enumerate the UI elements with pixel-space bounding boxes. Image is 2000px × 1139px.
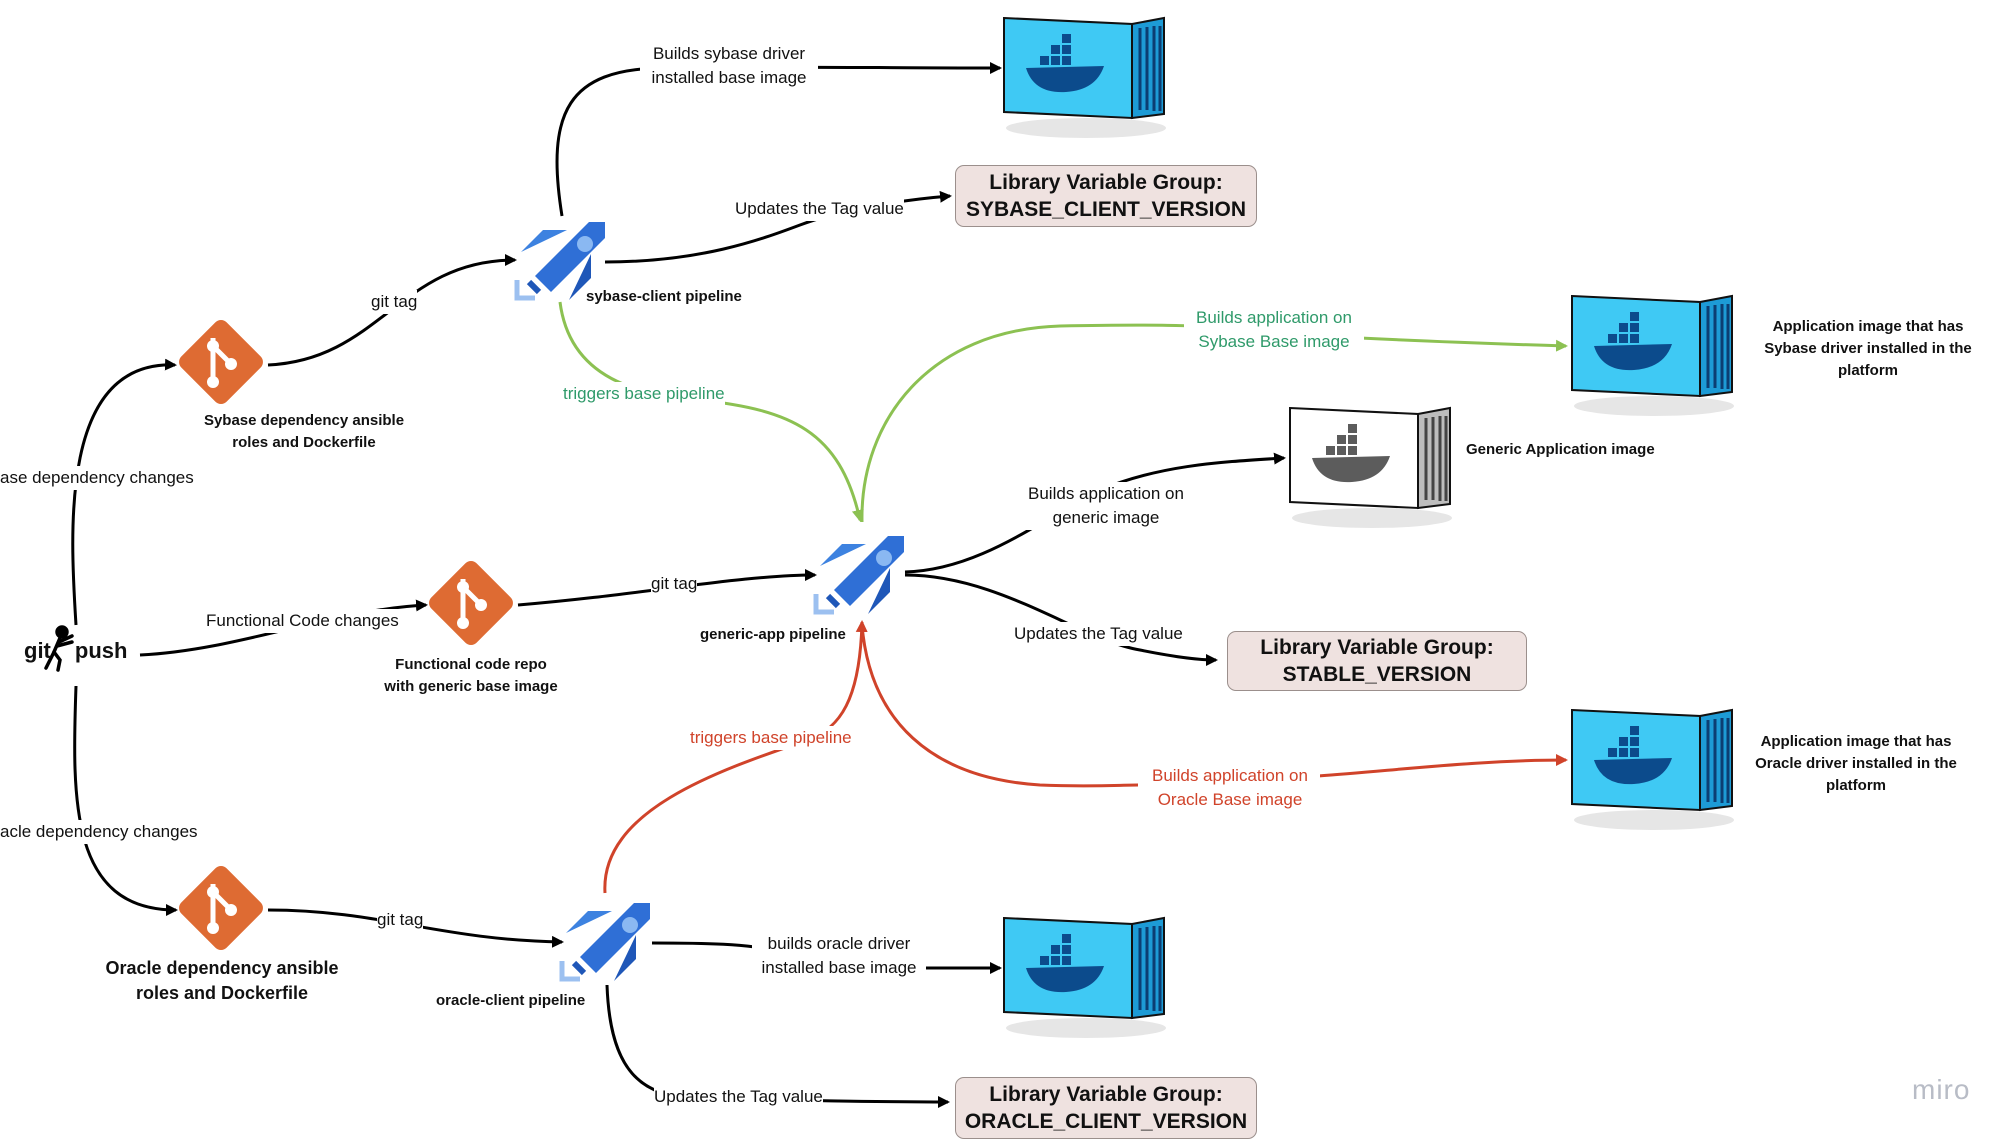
oracle-app-line2: Oracle driver installed in the (1755, 755, 1957, 772)
git-push-left: git (24, 638, 51, 663)
edge-sybase-triggers-generic (558, 301, 864, 522)
edge-oracle-pipeline-to-image (651, 941, 1000, 968)
repo-label-sybase: Sybase dependency ansible roles and Dock… (184, 410, 424, 454)
edge-push-to-oracle-repo (73, 685, 178, 916)
image-label-sybase-app: Application image that has Sybase driver… (1740, 316, 1996, 382)
pipeline-icon-oracle (562, 903, 650, 981)
edge-label-git-tag-oracle: git tag (377, 908, 424, 932)
sybase-app-line3: platform (1838, 362, 1898, 379)
docker-container-icon-generic-app (1288, 406, 1454, 530)
sybase-build-line2: installed base image (651, 68, 807, 87)
sybase-app-build-line1: Builds application on (1196, 308, 1352, 327)
edge-label-git-tag-sybase: git tag (371, 290, 418, 314)
oracle-app-line1: Application image that has (1760, 733, 1952, 750)
edge-label-oracle-tag: Updates the Tag value (654, 1085, 823, 1109)
repo-functional-line2: with generic base image (384, 678, 558, 695)
lvg-oracle-name: ORACLE_CLIENT_VERSION (964, 1110, 1248, 1133)
library-variable-group-sybase: Library Variable Group: SYBASE_CLIENT_VE… (955, 165, 1257, 227)
repo-oracle-line1: Oracle dependency ansible (105, 958, 339, 978)
docker-container-icon-oracle-app (1570, 708, 1736, 832)
git-repo-icon-functional (426, 558, 517, 649)
miro-watermark: miro (1912, 1074, 1971, 1105)
edge-oracle-triggers-generic (603, 620, 868, 894)
edge-label-sybase-dependency: ase dependency changes (0, 466, 194, 490)
sybase-build-line1: Builds sybase driver (652, 44, 806, 63)
generic-build-line1: Builds application on (1028, 484, 1184, 503)
edge-generic-pipeline-to-lvg (904, 573, 1218, 666)
pipeline-label-oracle: oracle-client pipeline (436, 992, 586, 1009)
generic-build-line2: generic image (1052, 508, 1160, 527)
lvg-stable-name: STABLE_VERSION (1282, 663, 1472, 686)
repo-label-functional: Functional code repo with generic base i… (356, 654, 586, 698)
edge-label-sybase-build: Builds sybase driver installed base imag… (640, 42, 818, 90)
sybase-app-line1: Application image that has (1772, 318, 1964, 335)
edge-label-sybase-app-build: Builds application on Sybase Base image (1184, 306, 1364, 354)
repo-sybase-line2: roles and Dockerfile (232, 434, 376, 451)
pipeline-label-sybase: sybase-client pipeline (586, 288, 742, 305)
repo-label-oracle: Oracle dependency ansible roles and Dock… (92, 956, 352, 1006)
edge-generic-to-oracle-app-image (860, 624, 1566, 788)
docker-container-icon-sybase-base (1002, 16, 1168, 140)
edge-push-to-sybase-repo (71, 358, 177, 626)
repo-oracle-line2: roles and Dockerfile (135, 983, 309, 1003)
edge-label-functional-code: Functional Code changes (206, 609, 399, 633)
git-repo-icon-sybase (176, 317, 267, 408)
person-pushing-icon (44, 625, 74, 672)
edge-label-oracle-dependency: acle dependency changes (0, 820, 198, 844)
oracle-app-build-line2: Oracle Base image (1157, 790, 1303, 809)
edge-generic-to-sybase-app-image (860, 323, 1566, 523)
library-variable-group-oracle: Library Variable Group: ORACLE_CLIENT_VE… (955, 1077, 1257, 1139)
repo-functional-line1: Functional code repo (395, 656, 547, 673)
lvg-stable-title: Library Variable Group: (1260, 636, 1494, 659)
sybase-app-build-line2: Sybase Base image (1198, 332, 1350, 351)
docker-container-icon-sybase-app (1570, 294, 1736, 418)
image-label-generic-app: Generic Application image (1466, 441, 1655, 458)
sybase-app-line2: Sybase driver installed in the (1764, 340, 1972, 357)
library-variable-group-stable: Library Variable Group: STABLE_VERSION (1227, 631, 1527, 691)
edge-label-generic-build: Builds application on generic image (1016, 482, 1196, 530)
edge-label-oracle-build: builds oracle driver installed base imag… (752, 932, 926, 980)
pipeline-icon-generic (816, 536, 904, 614)
oracle-app-line3: platform (1826, 777, 1886, 794)
edge-label-git-tag-functional: git tag (651, 572, 698, 596)
image-label-oracle-app: Application image that has Oracle driver… (1728, 731, 1984, 797)
pipeline-label-generic: generic-app pipeline (700, 626, 846, 643)
edge-label-sybase-tag: Updates the Tag value (735, 197, 904, 221)
docker-container-icon-oracle-base (1002, 916, 1168, 1040)
edge-label-trigger-oracle: triggers base pipeline (690, 726, 852, 750)
git-push-right: push (74, 638, 128, 663)
edge-label-trigger-sybase: triggers base pipeline (563, 382, 725, 406)
oracle-build-line1: builds oracle driver (767, 934, 911, 953)
lvg-sybase-name: SYBASE_CLIENT_VERSION (965, 198, 1247, 221)
edge-label-generic-tag: Updates the Tag value (1014, 622, 1183, 646)
repo-sybase-line1: Sybase dependency ansible (203, 412, 405, 429)
oracle-build-line2: installed base image (761, 958, 917, 977)
edge-label-oracle-app-build: Builds application on Oracle Base image (1140, 764, 1320, 812)
git-repo-icon-oracle (176, 863, 267, 954)
lvg-sybase-title: Library Variable Group: (989, 171, 1223, 194)
oracle-app-build-line1: Builds application on (1152, 766, 1308, 785)
lvg-oracle-title: Library Variable Group: (989, 1083, 1223, 1106)
